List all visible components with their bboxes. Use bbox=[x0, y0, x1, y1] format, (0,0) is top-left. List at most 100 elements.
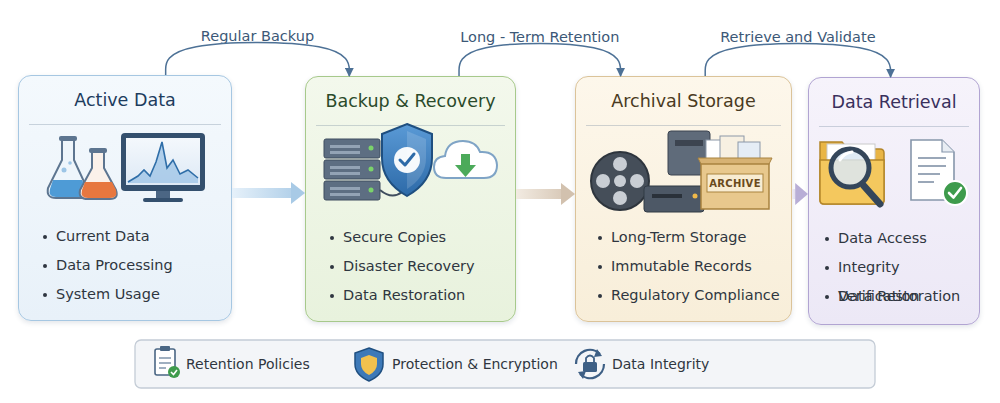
connector-group bbox=[166, 42, 891, 205]
server-icon-part bbox=[324, 139, 380, 158]
archive-box-icon bbox=[698, 136, 772, 209]
legend-bar-part bbox=[135, 340, 875, 388]
box-heading: Active Data bbox=[29, 76, 221, 125]
flow-arrow-head bbox=[795, 183, 808, 205]
tape-drive-icon-part bbox=[644, 186, 704, 212]
film-reel-icon-part bbox=[613, 191, 627, 205]
flow-arrow bbox=[232, 182, 305, 204]
lock-cycle-icon-part bbox=[583, 362, 597, 372]
clipboard-icon bbox=[155, 346, 180, 378]
cloud-icon bbox=[434, 141, 497, 178]
film-reel-icon-part bbox=[614, 175, 626, 187]
monitor-icon-part bbox=[143, 198, 183, 202]
flask-icon-part bbox=[48, 140, 88, 198]
server-icon-part bbox=[330, 166, 360, 169]
process-box: Archival StorageLong-Term StorageImmutab… bbox=[575, 76, 792, 322]
bullet-item: Data Access bbox=[825, 224, 975, 253]
flow-arrow bbox=[792, 183, 808, 205]
archive-box-icon-part bbox=[738, 142, 760, 162]
document-icon-part bbox=[918, 165, 946, 167]
curved-arrow-line bbox=[459, 43, 621, 76]
magnifier-icon bbox=[831, 149, 880, 204]
flow-arrow-head bbox=[291, 182, 305, 204]
cloud-icon-part bbox=[461, 154, 470, 167]
server-icon-part bbox=[330, 172, 360, 175]
shield-icon-part bbox=[382, 124, 432, 196]
legend-bar bbox=[135, 340, 875, 388]
film-reel-icon-part bbox=[596, 174, 610, 188]
monitor-icon bbox=[121, 133, 205, 202]
archive-box-icon-part bbox=[720, 136, 744, 162]
bullet-item: System Usage bbox=[43, 280, 227, 309]
server-icon-part bbox=[369, 167, 374, 172]
server-icon-part bbox=[330, 193, 360, 196]
flask-icon bbox=[48, 136, 88, 198]
shield-icon-part bbox=[355, 348, 383, 381]
curved-arrow bbox=[705, 43, 890, 77]
lock-cycle-icon-part bbox=[594, 349, 602, 357]
clipboard-icon-part bbox=[155, 349, 175, 375]
film-reel-icon-part bbox=[630, 174, 644, 188]
film-reel-icon-part bbox=[613, 157, 627, 171]
flask-icon-part bbox=[50, 180, 88, 197]
server-icon-part bbox=[324, 181, 380, 200]
box-heading: Backup & Recovery bbox=[316, 77, 505, 126]
document-icon-part bbox=[949, 188, 961, 198]
process-box: Data RetrievalData AccessIntegrity Verif… bbox=[808, 77, 980, 325]
archive-box-icon-part bbox=[706, 140, 728, 162]
clipboard-icon-part bbox=[171, 370, 177, 375]
box-heading: Data Retrieval bbox=[819, 78, 969, 127]
server-icon-part bbox=[380, 190, 402, 196]
tape-drive-icon-part bbox=[675, 140, 703, 146]
bullet-item: Long-Term Storage bbox=[598, 223, 787, 252]
lock-cycle-icon-part bbox=[580, 364, 604, 378]
flask-icon-part bbox=[59, 136, 77, 141]
shield-icon-part bbox=[407, 131, 426, 189]
flow-arrow-shaft bbox=[516, 189, 561, 199]
document-icon bbox=[911, 140, 967, 205]
monitor-icon-part bbox=[121, 133, 205, 191]
archive-box-icon-part bbox=[707, 174, 763, 192]
flask-icon-part bbox=[80, 152, 117, 199]
flask-icon-part bbox=[62, 168, 67, 173]
bullet-item: Secure Copies bbox=[330, 223, 511, 252]
flask-icon bbox=[80, 148, 117, 199]
flow-arrow-shaft bbox=[792, 189, 795, 199]
tape-drive-icon bbox=[644, 131, 710, 212]
monitor-icon-part bbox=[128, 142, 198, 182]
archive-box-icon-part bbox=[701, 164, 769, 209]
bullet-item: Integrity Verification bbox=[825, 253, 975, 282]
monitor-icon-part bbox=[156, 191, 170, 199]
shield-icon bbox=[382, 124, 432, 196]
clipboard-icon-part bbox=[159, 357, 171, 359]
tape-drive-icon-part bbox=[693, 194, 698, 199]
clipboard-icon-part bbox=[159, 362, 171, 364]
server-icon-part bbox=[330, 151, 360, 154]
shield-icon-part bbox=[361, 355, 377, 375]
server-icon bbox=[324, 139, 402, 200]
film-reel-icon-part bbox=[591, 152, 649, 210]
flask-icon-part bbox=[89, 148, 107, 153]
curved-arrow bbox=[166, 42, 350, 76]
document-icon-part bbox=[911, 140, 954, 200]
flow-arrow-shaft bbox=[232, 188, 291, 198]
folder-icon-part bbox=[820, 160, 884, 204]
lock-cycle-icon bbox=[576, 349, 604, 379]
folder-icon-part bbox=[827, 144, 875, 166]
server-icon-part bbox=[369, 188, 374, 193]
curved-arrow-line bbox=[166, 42, 350, 76]
tape-drive-icon-part bbox=[652, 194, 682, 198]
legend-text: Protection & Encryption bbox=[392, 356, 558, 372]
document-icon-part bbox=[918, 157, 946, 159]
lock-cycle-icon-part bbox=[586, 356, 594, 363]
flow-arrow bbox=[516, 183, 575, 205]
monitor-icon-part bbox=[126, 138, 200, 185]
server-icon-part bbox=[324, 160, 380, 179]
bullet-item: Immutable Records bbox=[598, 252, 787, 281]
process-box: Active DataCurrent DataData ProcessingSy… bbox=[18, 75, 232, 321]
bullet-item: Data Processing bbox=[43, 251, 227, 280]
document-icon-part bbox=[942, 140, 954, 152]
folder-icon bbox=[820, 142, 884, 204]
document-icon-part bbox=[943, 181, 967, 205]
